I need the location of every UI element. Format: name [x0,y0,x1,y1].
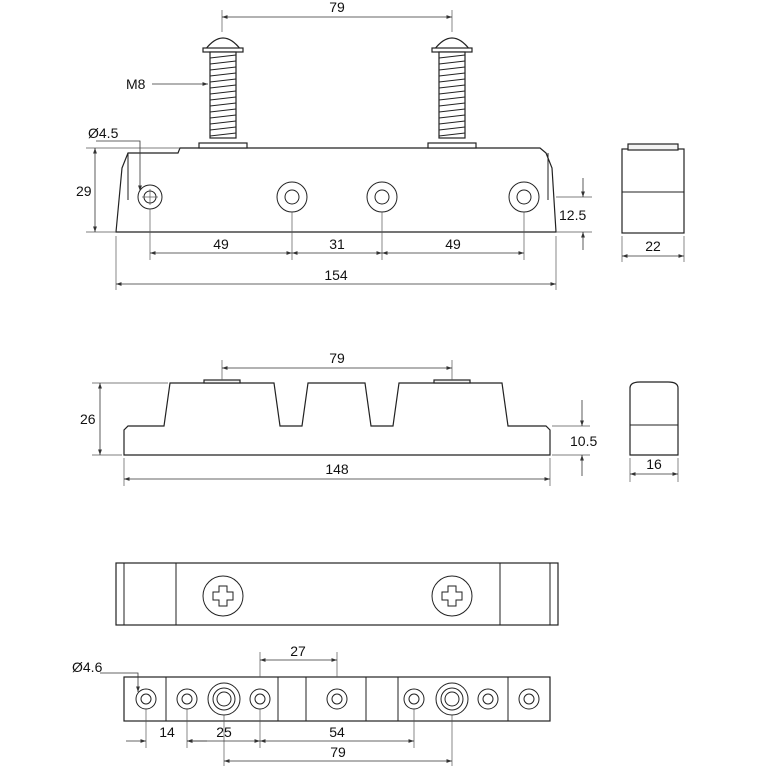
dim-post-spacing: 79 [329,350,345,366]
dim-screw-spacing: 79 [329,0,345,15]
phillips-screw-left [202,575,244,617]
side-view-middle: 16 [629,381,679,482]
dim-25: 25 [216,724,232,740]
side-view-top: 22 [621,143,685,262]
screw-right [427,37,477,149]
dim-length-148: 148 [325,461,349,477]
dim-spacing-right: 49 [445,236,461,252]
dim-spacing-left: 49 [213,236,229,252]
dim-height-29: 29 [76,183,92,199]
dim-hole-height: 12.5 [559,207,586,223]
saddle-body-front [115,147,557,233]
label-bottom-hole-diameter: Ø4.6 [72,659,103,675]
label-thread: M8 [126,76,146,92]
dim-54: 54 [329,724,345,740]
label-hole-diameter: Ø4.5 [88,125,119,141]
dim-base-height: 10.5 [570,433,597,449]
middle-view: 79 26 10.5 148 [80,350,597,486]
saddle-body-middle [123,382,551,456]
dim-14: 14 [159,724,175,740]
dim-height-26: 26 [80,411,96,427]
dim-side-width-22: 22 [645,238,661,254]
phillips-screw-right [431,575,473,617]
bottom-view: 27 Ø4.6 14 25 54 79 [72,643,551,766]
dim-spacing-mid: 31 [329,236,345,252]
screw-left [198,37,248,149]
dim-79-bottom: 79 [330,744,346,760]
front-view: 79 M8 Ø4.5 29 12.5 49 31 49 154 [76,0,592,290]
dim-overall-length: 154 [324,267,348,283]
top-view [115,562,559,626]
dim-spacing-27: 27 [290,643,306,659]
dim-side-width-16: 16 [646,456,662,472]
